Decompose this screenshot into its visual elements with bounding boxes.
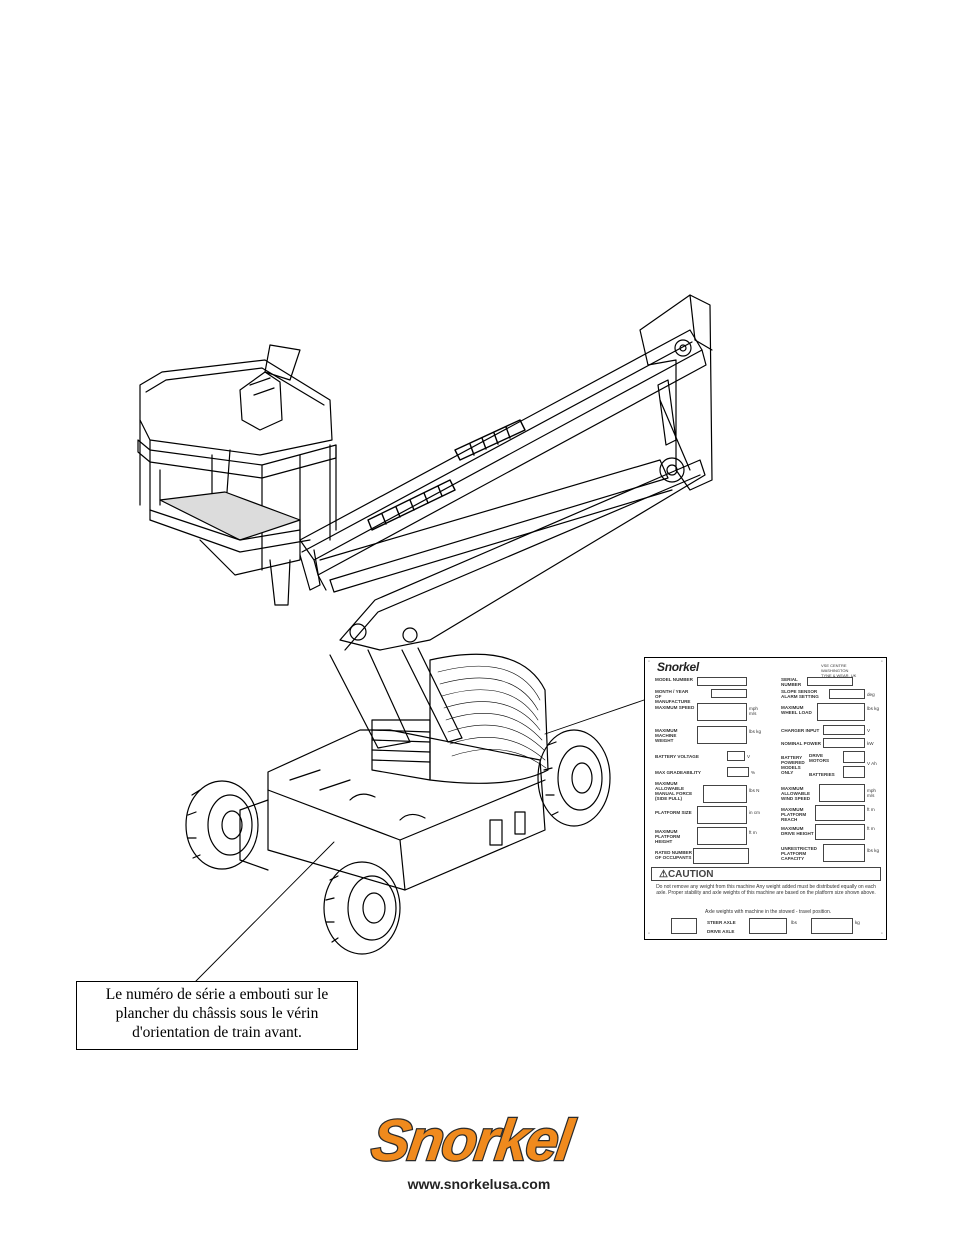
- field-box: [843, 766, 865, 778]
- wheel-front-left: [185, 780, 259, 870]
- field-box: [703, 785, 747, 803]
- callout-line: plancher du châssis sous le vérin: [115, 1005, 319, 1022]
- field-unit: mph m/s: [749, 706, 758, 716]
- field-unit: V: [747, 754, 751, 759]
- field-label: MAXIMUM DRIVE HEIGHT: [781, 826, 814, 836]
- turntable: [371, 719, 431, 781]
- field-label: BATTERY POWERED MODELS ONLY: [781, 755, 805, 775]
- field-label: PLATFORM SIZE: [655, 810, 692, 815]
- field-unit: V Ah: [867, 761, 877, 766]
- callout-line: Le numéro de série a embouti sur le: [105, 986, 329, 1003]
- field-label: MAXIMUM ALLOWABLE MANUAL FORCE (SIDE PUL…: [655, 781, 693, 801]
- field-box: [823, 738, 865, 748]
- platform-basket: [137, 344, 337, 606]
- main-boom: [299, 329, 707, 593]
- field-label: DRIVE MOTORS: [809, 753, 830, 763]
- field-label: MAXIMUM WHEEL LOAD: [781, 705, 812, 715]
- field-unit: V: [867, 728, 871, 733]
- axle-intro: Axle weights with machine in the stowed …: [705, 909, 832, 915]
- axle-unit: lbs: [791, 920, 797, 925]
- field-box: [811, 918, 853, 934]
- snorkel-logo: Snorkel: [366, 1107, 576, 1175]
- serial-plate: ◦ ◦ ◦ ◦ Snorkel VSE CENTRE WASHINGTON TY…: [644, 657, 887, 940]
- field-box: [697, 703, 747, 721]
- caution-title: ⚠CAUTION: [659, 869, 714, 880]
- field-unit: lbs kg: [867, 706, 880, 711]
- website-url: www.snorkelusa.com: [407, 1176, 551, 1192]
- field-box: [671, 918, 697, 934]
- caution-body: Do not remove any weight from this machi…: [656, 884, 876, 896]
- counterweight: [429, 653, 549, 784]
- field-box: [807, 677, 853, 686]
- serial-number-callout: Le numéro de série a embouti sur le plan…: [76, 981, 358, 1050]
- field-box: [843, 751, 865, 763]
- field-label: MAXIMUM PLATFORM REACH: [781, 807, 807, 822]
- leader-line-serial: [195, 841, 335, 982]
- callout-line: d'orientation de train avant.: [132, 1024, 302, 1041]
- field-unit: %: [751, 770, 756, 775]
- field-box: [727, 751, 745, 761]
- field-unit: lbs kg: [867, 848, 880, 853]
- field-box: [815, 805, 865, 821]
- field-unit: deg: [867, 692, 875, 697]
- lower-boom: [329, 459, 706, 749]
- field-box: [817, 703, 865, 721]
- field-label: CHARGER INPUT: [781, 728, 820, 733]
- caution-bar: [651, 867, 881, 881]
- field-box: [829, 689, 865, 699]
- field-box: [819, 784, 865, 802]
- boom-knuckle: [639, 294, 713, 491]
- field-label: RATED NUMBER OF OCCUPANTS: [655, 850, 692, 860]
- field-label: BATTERY VOLTAGE: [655, 754, 699, 759]
- field-label: MODEL NUMBER: [655, 677, 693, 682]
- chassis: [239, 729, 546, 891]
- field-box: [815, 824, 865, 840]
- field-unit: mph m/s: [867, 788, 876, 798]
- rivet-icon: ◦: [648, 659, 651, 665]
- field-label: UNRESTRICTED PLATFORM CAPACITY: [781, 846, 817, 861]
- field-unit: kW: [867, 741, 874, 746]
- field-box: [727, 767, 749, 777]
- rivet-icon: ◦: [880, 931, 883, 937]
- leader-line-plate: [544, 699, 645, 735]
- field-unit: ft m: [867, 826, 875, 831]
- field-label: MAXIMUM PLATFORM HEIGHT: [655, 829, 681, 844]
- plate-brand: Snorkel: [657, 660, 699, 674]
- field-label: NOMINAL POWER: [781, 741, 821, 746]
- plate-address: VSE CENTRE WASHINGTON TYNE & WEAR, UK: [821, 663, 857, 678]
- field-box: [823, 725, 865, 735]
- field-box: [711, 689, 747, 698]
- field-label: MAXIMUM ALLOWABLE WIND SPEED: [781, 786, 811, 801]
- field-unit: in cm: [749, 810, 760, 815]
- axle-unit: kg: [855, 920, 860, 925]
- field-unit: lbs kg: [749, 729, 762, 734]
- wheel-rear: [537, 729, 611, 827]
- field-label: SERIAL NUMBER: [781, 677, 802, 687]
- field-box: [693, 848, 749, 864]
- field-label: BATTERIES: [809, 772, 835, 777]
- field-label: MAXIMUM MACHINE WEIGHT: [655, 728, 678, 743]
- wheel-front-right: [323, 861, 401, 955]
- rivet-icon: ◦: [880, 659, 883, 665]
- cable-chain: [367, 419, 526, 531]
- field-box: [749, 918, 787, 934]
- field-label: MONTH / YEAR OF MANUFACTURE: [655, 689, 691, 704]
- field-label: MAXIMUM SPEED: [655, 705, 695, 710]
- rivet-icon: ◦: [648, 931, 651, 937]
- field-unit: lbs N: [749, 788, 760, 793]
- field-label: SLOPE SENSOR ALARM SETTING: [781, 689, 819, 699]
- steer-axle-label: STEER AXLE: [707, 920, 736, 925]
- drive-axle-label: DRIVE AXLE: [707, 929, 735, 934]
- field-label: MAX GRADEABILITY: [655, 770, 701, 775]
- field-box: [697, 726, 747, 744]
- field-box: [697, 806, 747, 824]
- field-box: [823, 844, 865, 862]
- field-box: [697, 827, 747, 845]
- field-unit: ft m: [867, 807, 875, 812]
- field-unit: ft m: [749, 830, 757, 835]
- field-box: [697, 677, 747, 686]
